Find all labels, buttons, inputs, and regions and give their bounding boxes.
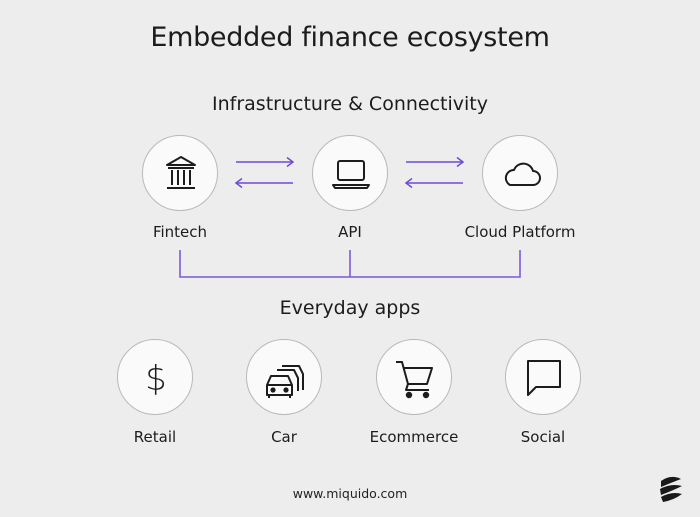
cars-icon: [266, 365, 304, 398]
everyday-apps-heading: Everyday apps: [279, 297, 421, 319]
fintech-node: [142, 135, 218, 211]
arrow-api-to-fintech: [234, 177, 293, 189]
diagram-title: Embedded finance ecosystem: [150, 22, 550, 53]
api-node: [312, 135, 388, 211]
social-node: [505, 339, 581, 415]
arrow-fintech-to-api: [236, 156, 295, 168]
svg-text:$: $: [145, 359, 167, 399]
shopping-cart-icon: [396, 361, 433, 399]
speech-bubble-icon: [527, 360, 561, 396]
car-label: Car: [271, 428, 297, 446]
arrow-api-to-cloud: [406, 156, 465, 168]
fintech-label: Fintech: [152, 223, 208, 241]
dollar-icon: $: [145, 359, 167, 399]
retail-node: $: [117, 339, 193, 415]
footer-url: www.miquido.com: [292, 486, 408, 501]
api-label: API: [338, 223, 362, 241]
logo-icon: [660, 476, 682, 502]
ecommerce-node: [376, 339, 452, 415]
cloud-icon: [504, 162, 541, 186]
social-label: Social: [520, 428, 566, 446]
infrastructure-heading: Infrastructure & Connectivity: [212, 93, 488, 115]
bank-icon: [166, 156, 196, 189]
car-node: [246, 339, 322, 415]
cloud-platform-node: [482, 135, 558, 211]
retail-label: Retail: [133, 428, 177, 446]
laptop-icon: [332, 160, 370, 189]
arrow-cloud-to-api: [404, 177, 463, 189]
cloud-platform-label: Cloud Platform: [464, 223, 576, 241]
bracket-connector: [179, 250, 521, 278]
ecommerce-label: Ecommerce: [369, 428, 459, 446]
